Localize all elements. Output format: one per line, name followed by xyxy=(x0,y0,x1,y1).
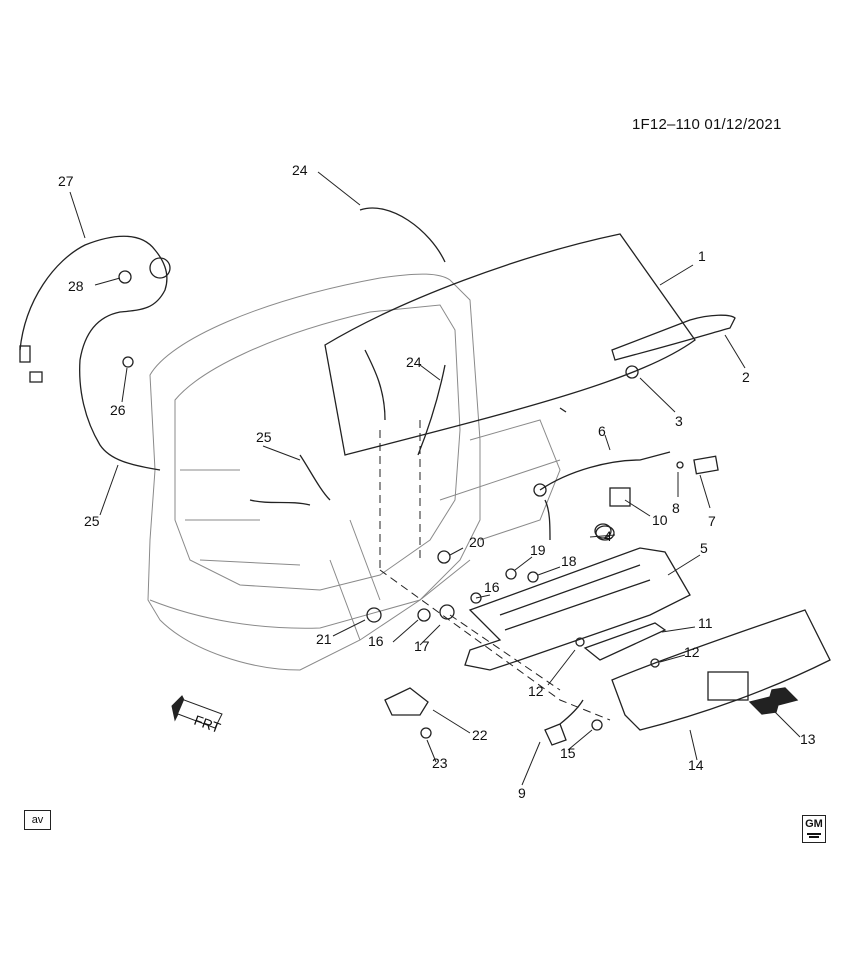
callout-3: 3 xyxy=(675,413,683,429)
callout-12: 12 xyxy=(528,683,544,699)
callout-25: 25 xyxy=(256,429,272,445)
liftgate-latch xyxy=(384,687,429,716)
callout-28: 28 xyxy=(68,278,84,294)
callout-24: 24 xyxy=(406,354,422,370)
callout-14: 14 xyxy=(688,757,704,773)
callout-16: 16 xyxy=(368,633,384,649)
callout-2: 2 xyxy=(742,369,750,385)
callout-6: 6 xyxy=(598,423,606,439)
callout-12: 12 xyxy=(684,644,700,660)
callout-11: 11 xyxy=(698,615,713,631)
callout-21: 21 xyxy=(316,631,332,647)
liftgate-lower-panel xyxy=(149,559,471,629)
callout-13: 13 xyxy=(800,731,816,747)
callout-23: 23 xyxy=(432,755,448,771)
callout-9: 9 xyxy=(518,785,526,801)
callout-17: 17 xyxy=(414,638,430,654)
callout-1: 1 xyxy=(698,248,706,264)
callout-16: 16 xyxy=(484,579,500,595)
harness-liftgate-lower xyxy=(539,451,671,541)
view-code: av xyxy=(24,810,51,830)
callout-15: 15 xyxy=(560,745,576,761)
callout-20: 20 xyxy=(469,534,485,550)
callout-22: 22 xyxy=(472,727,488,743)
liftgate-applique xyxy=(611,609,831,731)
liftgate-body xyxy=(147,273,481,671)
callout-5: 5 xyxy=(700,540,708,556)
wiring-harness-left xyxy=(19,235,168,471)
wiring-harness-upper xyxy=(359,207,446,263)
gm-logo-icon: GM xyxy=(802,815,826,843)
rear-spoiler xyxy=(611,314,736,361)
release-switch xyxy=(583,622,667,661)
callout-19: 19 xyxy=(530,542,546,558)
callout-4: 4 xyxy=(604,528,612,544)
reference-code: 1F12–110 01/12/2021 xyxy=(632,116,782,133)
rear-window-glass xyxy=(324,233,696,456)
applique-bracket xyxy=(464,547,691,671)
callout-24: 24 xyxy=(292,162,308,178)
callout-25: 25 xyxy=(84,513,100,529)
callout-8: 8 xyxy=(672,500,680,516)
callout-7: 7 xyxy=(708,513,716,529)
callout-10: 10 xyxy=(652,512,668,528)
callout-18: 18 xyxy=(561,553,577,569)
liftgate-inner-frame xyxy=(174,304,461,591)
callout-27: 27 xyxy=(58,173,74,189)
callout-26: 26 xyxy=(110,402,126,418)
front-marker-label: FRT xyxy=(192,712,223,736)
bowtie-emblem-icon xyxy=(748,687,799,715)
front-arrow-icon: FRT xyxy=(171,695,223,736)
